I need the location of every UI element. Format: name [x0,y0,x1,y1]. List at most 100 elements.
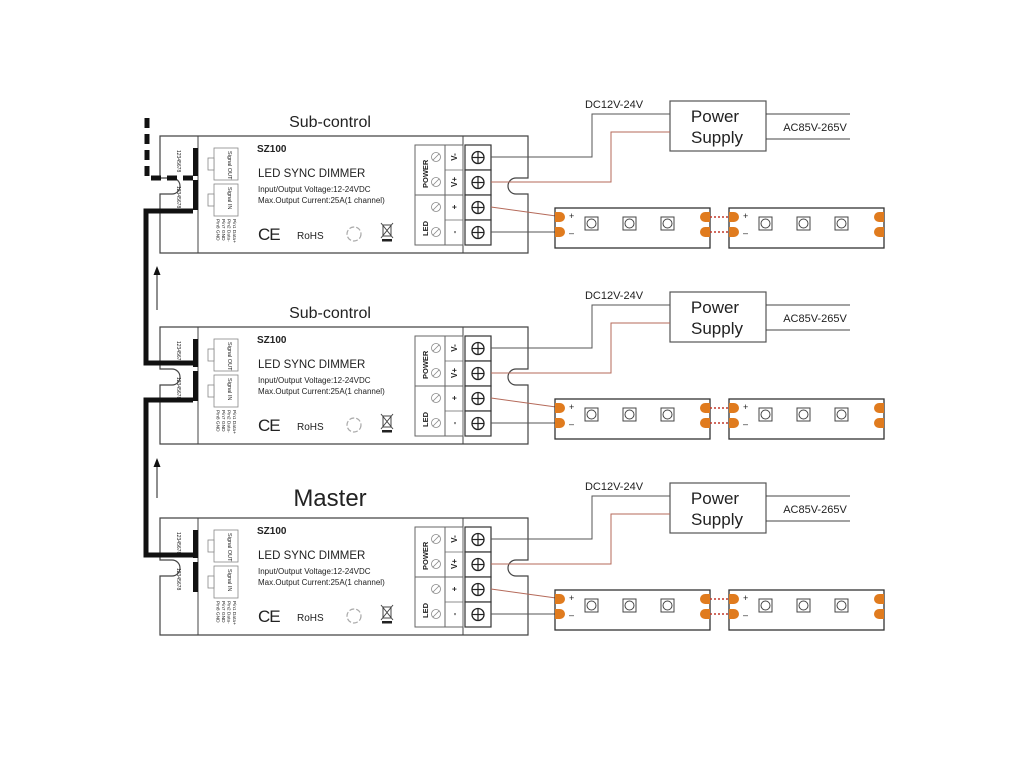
port-latch-icon [207,384,215,398]
pin-numbers: 12345678 [175,377,181,399]
smd-led-lens [662,218,673,229]
pin-numbers: 12345678 [175,568,181,590]
solder-pad-negative [555,227,565,237]
dc-negative-wire [491,113,670,158]
terminal-polarity-label: + [450,586,459,591]
ce-mark-icon: CE [258,416,280,435]
controller-role-label: Sub-control [289,114,371,131]
port-latch-icon [207,193,215,207]
pin-legend-item: Pin7 GND [220,410,226,432]
recycle-icon [346,417,362,433]
screw-terminal-block [464,144,492,246]
signal-in-connector [193,562,198,592]
pin-legend-item: Pin1 Data+ [231,601,237,625]
recycle-icon [346,608,362,624]
signal-in-port-icon [213,183,239,217]
screw-slot [432,535,440,543]
dc-voltage-label: DC12V-24V [585,99,644,111]
trim-screw-icon [431,393,441,403]
terminal-polarity-label: - [450,421,459,424]
solder-pad-negative [555,609,565,619]
port-latch-icon [207,575,215,589]
pin-numbers: 12345678 [175,186,181,208]
strip-minus-label: – [743,419,748,429]
product-name: LED SYNC DIMMER [258,550,365,562]
strip-minus-label: – [743,610,748,620]
solder-pad-positive [555,594,565,604]
pin-legend-item: Pin1 Data+ [231,410,237,434]
smd-led-lens [760,218,771,229]
terminal-polarity-label: V+ [450,559,459,569]
sync-bus-dashed [144,118,193,181]
trim-screw-icon [431,559,441,569]
signal-out-connector [193,339,198,367]
port-latch-icon [207,157,215,171]
spec-voltage: Input/Output Voltage:12-24VDC [258,185,371,194]
smd-led-lens [836,218,847,229]
led-strip-segment: +– [554,589,711,631]
terminal-polarity-label: - [450,612,459,615]
recycle-icon-ring [346,417,362,433]
strip-plus-label: + [569,211,574,221]
screw-terminal-block [464,335,492,437]
smd-led-lens [586,409,597,420]
power-supply-label-line2: Supply [691,128,743,147]
screw-slot [432,228,440,236]
led-positive-wire [490,588,557,599]
port-out-label: Signal OUT [226,342,232,371]
led-group-label: LED [421,220,430,236]
pin-numbers: 12345678 [175,150,181,172]
screw-slot [432,560,440,568]
solder-pad-positive [700,594,710,604]
ce-mark-icon: CE [258,225,280,244]
port-latch-icon [207,539,215,553]
led-strip-segment: +– [728,589,885,631]
bin-body [382,606,392,619]
signal-out-port-icon [213,147,239,181]
trim-screw-icon [431,227,441,237]
terminal-polarity-label: V+ [450,177,459,187]
solder-pad-negative [729,609,739,619]
pin-legend-item: Pin1 Data+ [231,219,237,243]
led-positive-wire [490,397,557,408]
solder-pad-negative [729,418,739,428]
spec-voltage: Input/Output Voltage:12-24VDC [258,567,371,576]
led-positive-wire [490,206,557,217]
screw-slot [432,610,440,618]
power-supply-label-line1: Power [691,107,740,126]
pin-numbers: 12345678 [175,532,181,554]
recycle-icon-ring [346,226,362,242]
power-supply-box [669,100,767,152]
ac-voltage-label: AC85V-265V [783,504,847,516]
solder-pad-positive [555,212,565,222]
bin-bar [382,239,392,242]
dc-negative-wire [491,495,670,540]
smd-led-lens [624,409,635,420]
product-name: LED SYNC DIMMER [258,359,365,371]
signal-out-port-icon [213,338,239,372]
port-latch-icon [207,348,215,362]
solder-pad-negative [729,227,739,237]
terminal-polarity-label: + [450,395,459,400]
terminal-polarity-label: V+ [450,368,459,378]
pin-legend-item: Pin2 Data- [226,219,232,242]
strip-minus-label: – [743,228,748,238]
solder-pad-positive [700,212,710,222]
power-supply-box [669,291,767,343]
strip-plus-label: + [569,402,574,412]
recycle-icon-ring [346,608,362,624]
smd-led-lens [836,409,847,420]
pin-legend-item: Pin2 Data- [226,410,232,433]
ac-voltage-label: AC85V-265V [783,313,847,325]
dc-negative-wire [491,304,670,349]
trim-screw-icon [431,343,441,353]
bin-cross [380,413,394,430]
